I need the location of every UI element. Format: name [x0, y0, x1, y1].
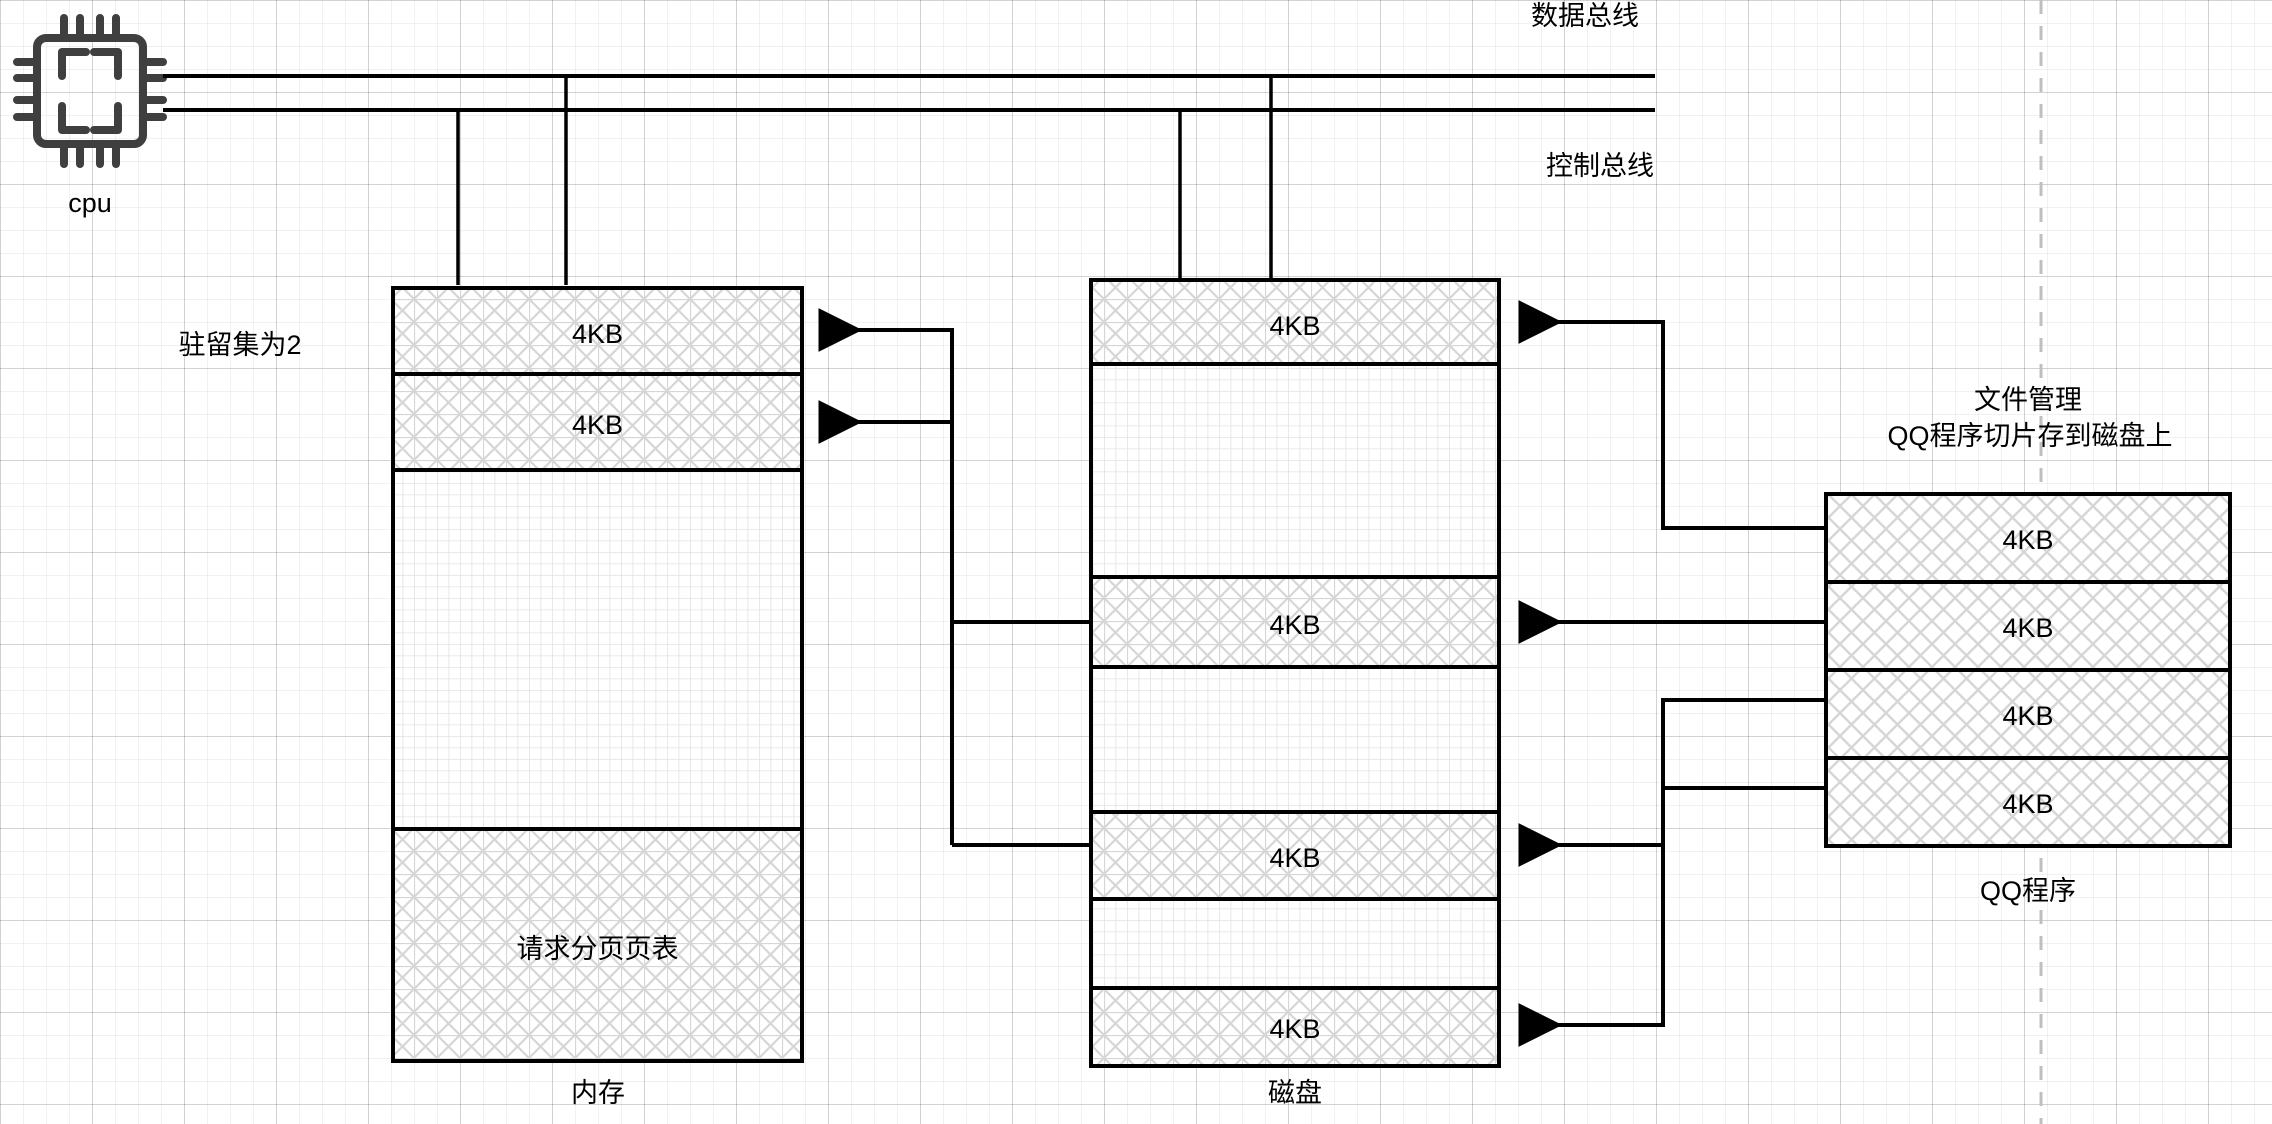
disk-block-6-label: 4KB: [1269, 1014, 1321, 1044]
file-management-note: 文件管理: [1974, 385, 2082, 415]
program-block-3-label: 4KB: [2002, 789, 2054, 819]
disk-block-2-label: 4KB: [1269, 610, 1321, 640]
program-block-2: [1824, 668, 2232, 760]
memory-block-1-label: 4KB: [571, 410, 624, 440]
arrow-disk0-to-memory0: [818, 308, 1091, 624]
memory-page-table-label: 请求分页页表: [516, 934, 679, 964]
arrow-program3-to-disk6: [1518, 786, 1826, 1047]
disk-block-4: [1089, 810, 1501, 901]
arrow-program2-to-disk4: [1518, 698, 1826, 867]
disk-caption: 磁盘: [1268, 1078, 1322, 1108]
disk-block-6: [1089, 986, 1501, 1068]
program-caption: QQ程序: [1979, 876, 2076, 906]
program-block-3: [1824, 756, 2232, 848]
disk-box: [1089, 278, 1501, 1068]
memory-block-0: [391, 286, 804, 376]
disk-block-4-label: 4KB: [1269, 843, 1321, 873]
disk-block-5: [1089, 897, 1501, 990]
program-block-0-label: 4KB: [2002, 525, 2054, 555]
disk-block-3: [1089, 665, 1501, 814]
disk-block-1: [1089, 362, 1501, 579]
program-block-1: [1824, 580, 2232, 672]
cpu-label: cpu: [68, 188, 112, 218]
memory-block-1: [391, 372, 804, 472]
program-block-1-label: 4KB: [2002, 613, 2054, 643]
disk-block-2: [1089, 575, 1501, 669]
program-block-0: [1824, 492, 2232, 584]
memory-block-0-label: 4KB: [571, 319, 624, 349]
memory-caption: 内存: [571, 1078, 625, 1108]
disk-block-0: [1089, 278, 1501, 366]
memory-block-2: [391, 468, 804, 831]
cpu-chip-icon: [13, 14, 167, 168]
memory-box: [391, 286, 804, 1063]
program-slice-note: QQ程序切片存到磁盘上: [1887, 421, 2173, 451]
control-bus-label: 控制总线: [1546, 151, 1654, 181]
program-block-2-label: 4KB: [2002, 701, 2054, 731]
memory-block-3: [391, 827, 804, 1063]
data-bus-label: 数据总线: [1531, 1, 1639, 31]
memory-resident-set-note: 驻留集为2: [178, 330, 302, 360]
disk-block-0-label: 4KB: [1269, 311, 1321, 341]
program-box: [1824, 492, 2232, 848]
arrow-program0-to-disk0: [1518, 300, 1826, 530]
